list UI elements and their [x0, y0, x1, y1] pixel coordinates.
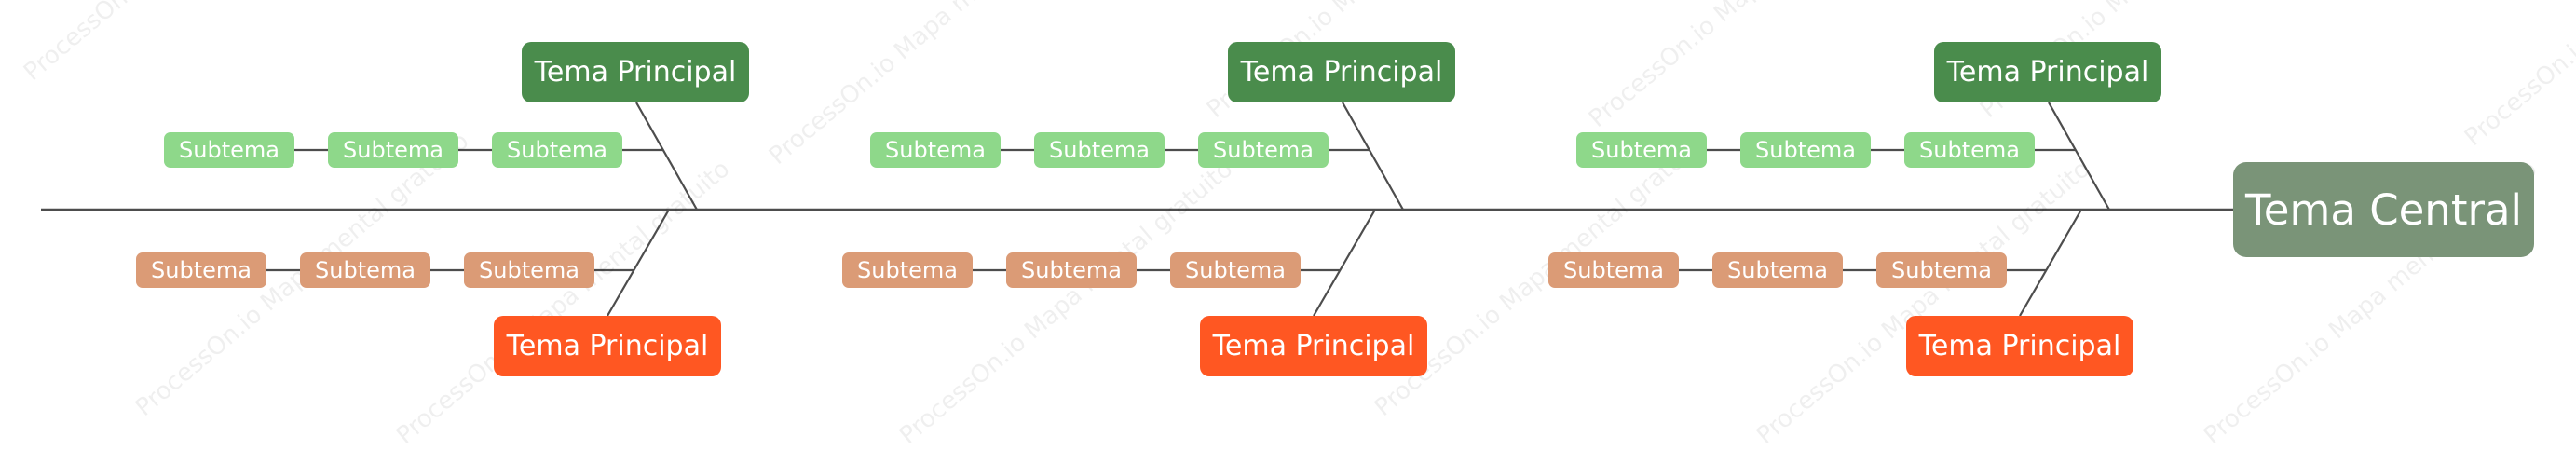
- subtopic-bottom[interactable]: Subtema: [1876, 252, 2007, 288]
- subtopic-bottom[interactable]: Subtema: [136, 252, 266, 288]
- subtopic-bottom[interactable]: Subtema: [464, 252, 594, 288]
- central-topic[interactable]: Tema Central: [2233, 162, 2534, 257]
- bone-line: [1313, 209, 1376, 317]
- bone-line: [2019, 209, 2082, 317]
- subtopic-bottom[interactable]: Subtema: [300, 252, 430, 288]
- bone-line: [2048, 102, 2110, 211]
- main-topic-bottom[interactable]: Tema Principal: [1200, 316, 1427, 376]
- bone-line: [607, 209, 670, 317]
- subtopic-bottom[interactable]: Subtema: [1712, 252, 1843, 288]
- subtopic-top[interactable]: Subtema: [1576, 132, 1707, 168]
- main-topic-top[interactable]: Tema Principal: [1228, 42, 1455, 102]
- connector-lines: [41, 102, 2233, 317]
- subtopic-bottom[interactable]: Subtema: [842, 252, 973, 288]
- subtopic-top[interactable]: Subtema: [1904, 132, 2035, 168]
- subtopic-top[interactable]: Subtema: [164, 132, 294, 168]
- main-topic-bottom[interactable]: Tema Principal: [494, 316, 721, 376]
- main-topic-top[interactable]: Tema Principal: [522, 42, 749, 102]
- subtopic-bottom[interactable]: Subtema: [1006, 252, 1137, 288]
- subtopic-top[interactable]: Subtema: [328, 132, 458, 168]
- subtopic-top[interactable]: Subtema: [492, 132, 622, 168]
- main-topic-top[interactable]: Tema Principal: [1934, 42, 2161, 102]
- main-topic-bottom[interactable]: Tema Principal: [1906, 316, 2133, 376]
- bone-line: [1342, 102, 1404, 211]
- bone-line: [635, 102, 698, 211]
- subtopic-top[interactable]: Subtema: [1034, 132, 1165, 168]
- subtopic-bottom[interactable]: Subtema: [1548, 252, 1679, 288]
- subtopic-top[interactable]: Subtema: [1740, 132, 1871, 168]
- subtopic-top[interactable]: Subtema: [1198, 132, 1329, 168]
- subtopic-bottom[interactable]: Subtema: [1170, 252, 1301, 288]
- subtopic-top[interactable]: Subtema: [870, 132, 1001, 168]
